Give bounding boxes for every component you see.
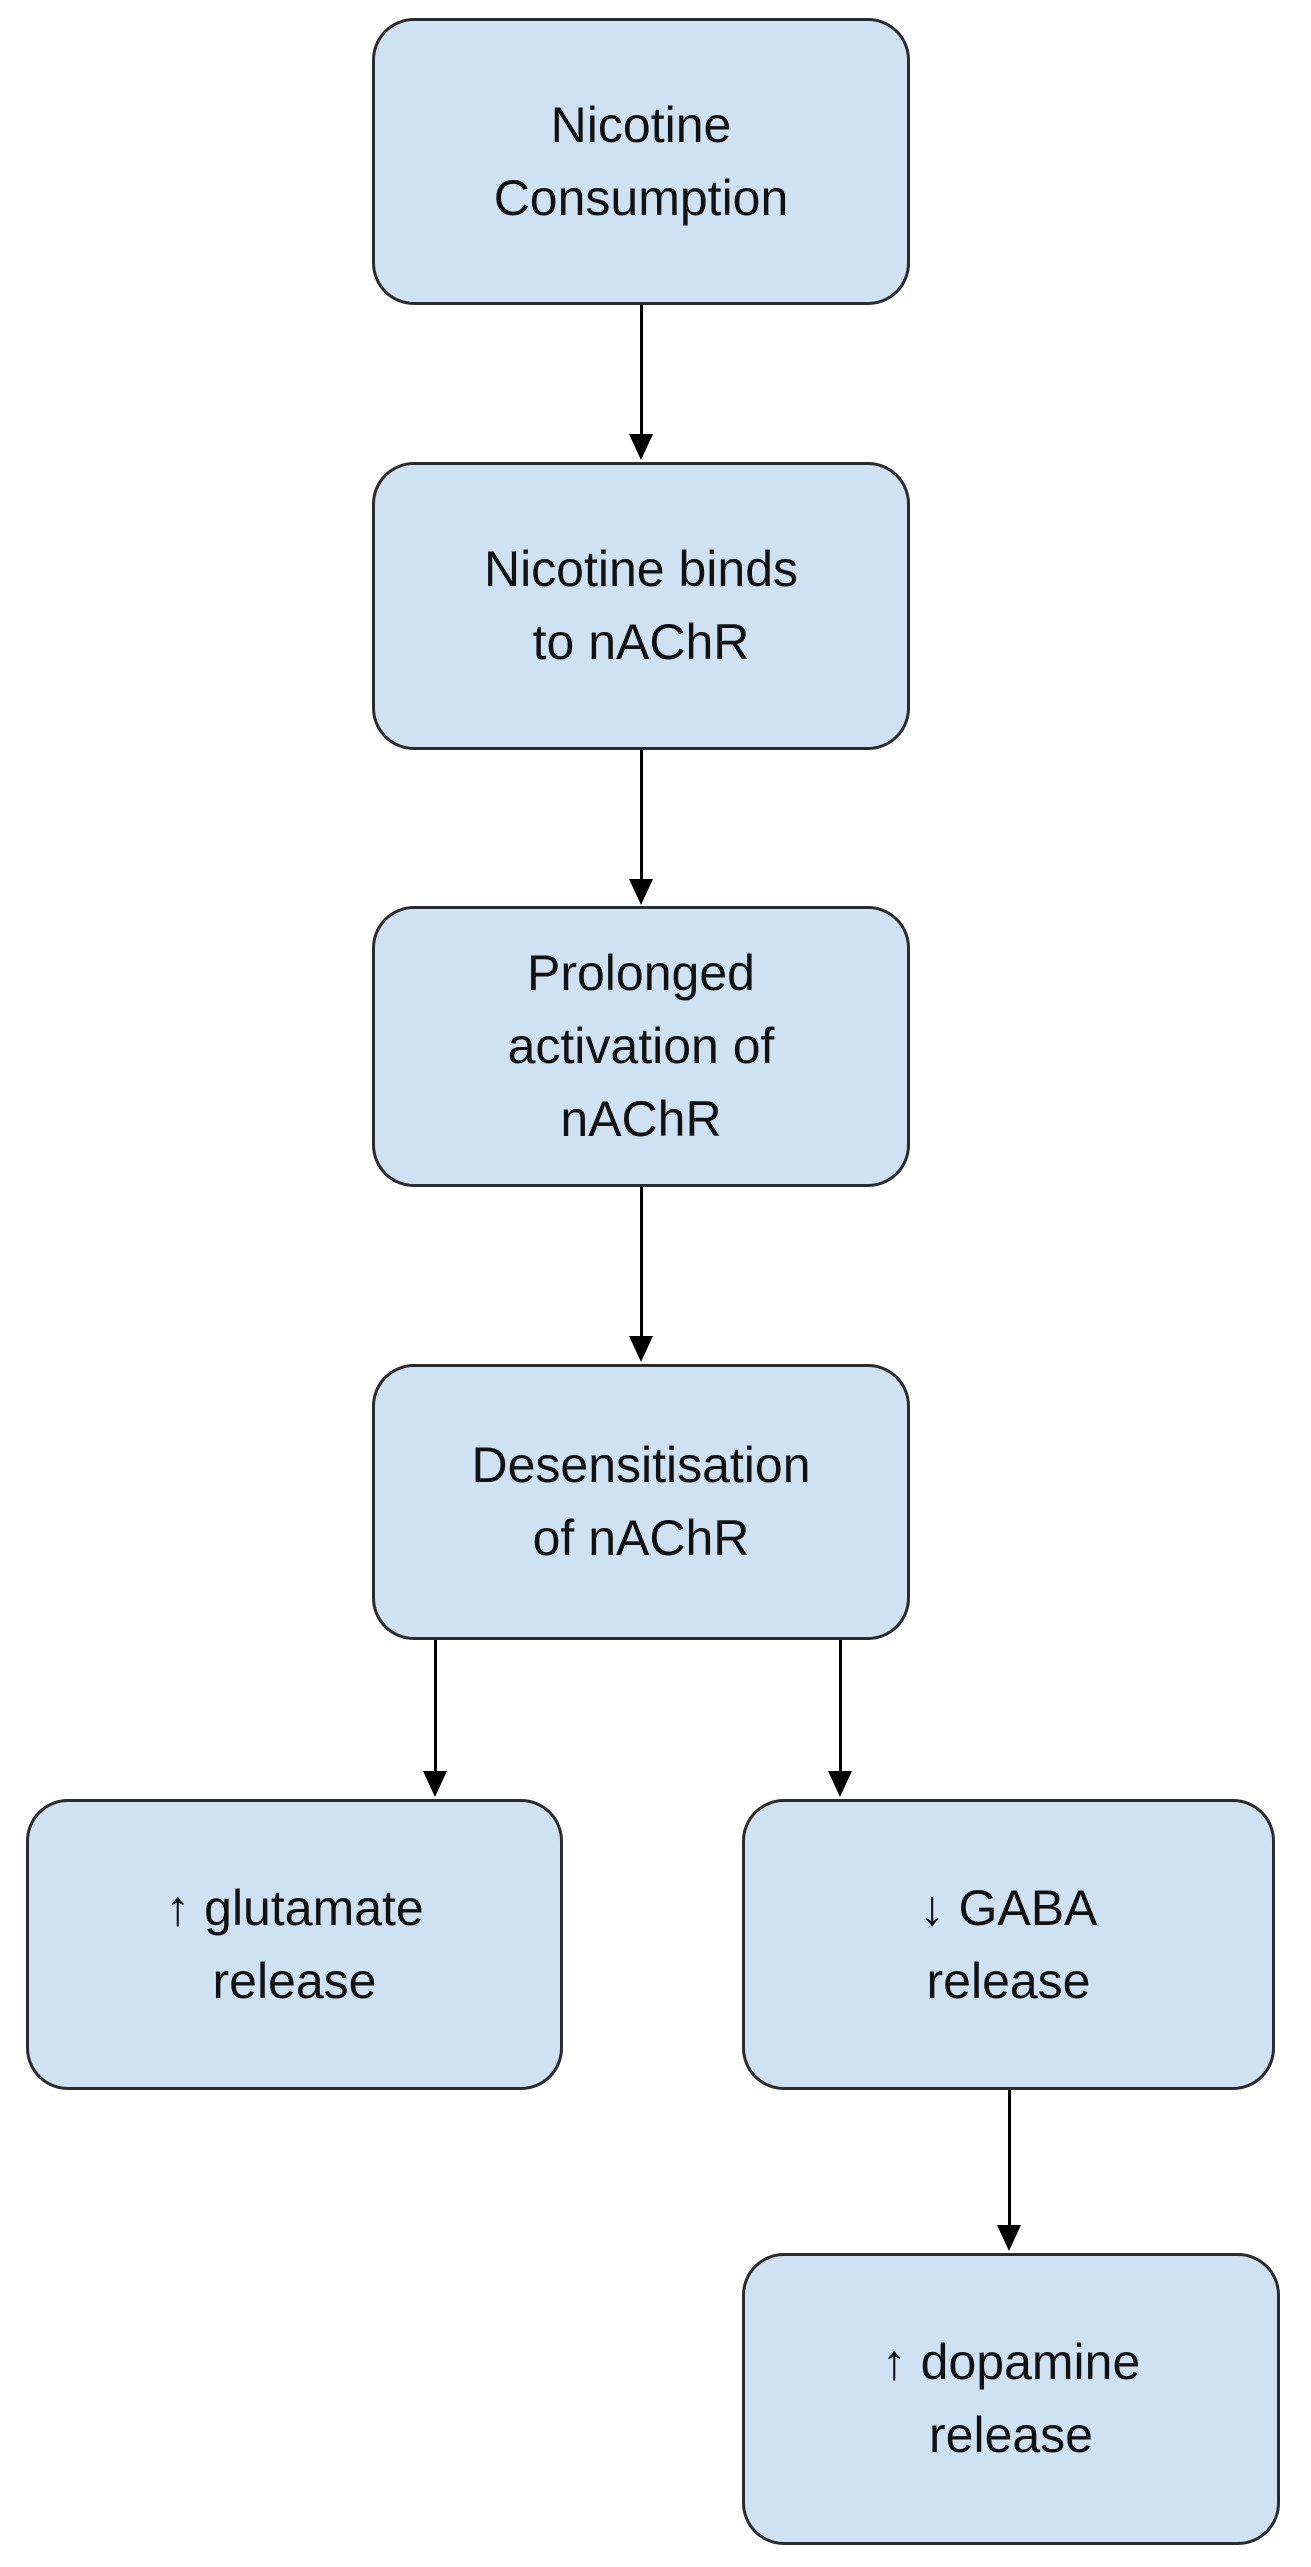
node-desensitisation-of-nachr: Desensitisation of nAChR [372,1364,910,1640]
arrow-gaba-to-dopamine [996,2090,1022,2251]
node-label: Nicotine binds to nAChR [483,541,799,670]
arrow-binds-to-prolonged-activation [628,750,654,905]
node-nicotine-consumption: Nicotine Consumption [372,18,910,305]
node-label: Desensitisation of nAChR [471,1437,811,1566]
node-label: Prolonged activation of nAChR [507,945,775,1147]
node-label: ↓ GABA release [919,1879,1098,2009]
node-label: ↑ glutamate release [165,1879,424,2009]
arrow-desensitisation-to-glutamate [422,1640,448,1797]
arrow-activation-to-desensitisation [628,1187,654,1362]
node-decreased-gaba-release: ↓ GABA release [742,1799,1275,2090]
node-nicotine-binds-to-nachr: Nicotine binds to nAChR [372,462,910,750]
arrow-desensitisation-to-gaba [827,1640,853,1797]
node-label: Nicotine Consumption [493,96,789,226]
node-prolonged-activation-of-nachr: Prolonged activation of nAChR [372,906,910,1187]
arrow-consumption-to-binds [628,305,654,460]
node-increased-dopamine-release: ↑ dopamine release [742,2253,1280,2545]
node-label: ↑ dopamine release [881,2334,1141,2463]
node-increased-glutamate-release: ↑ glutamate release [26,1799,563,2090]
